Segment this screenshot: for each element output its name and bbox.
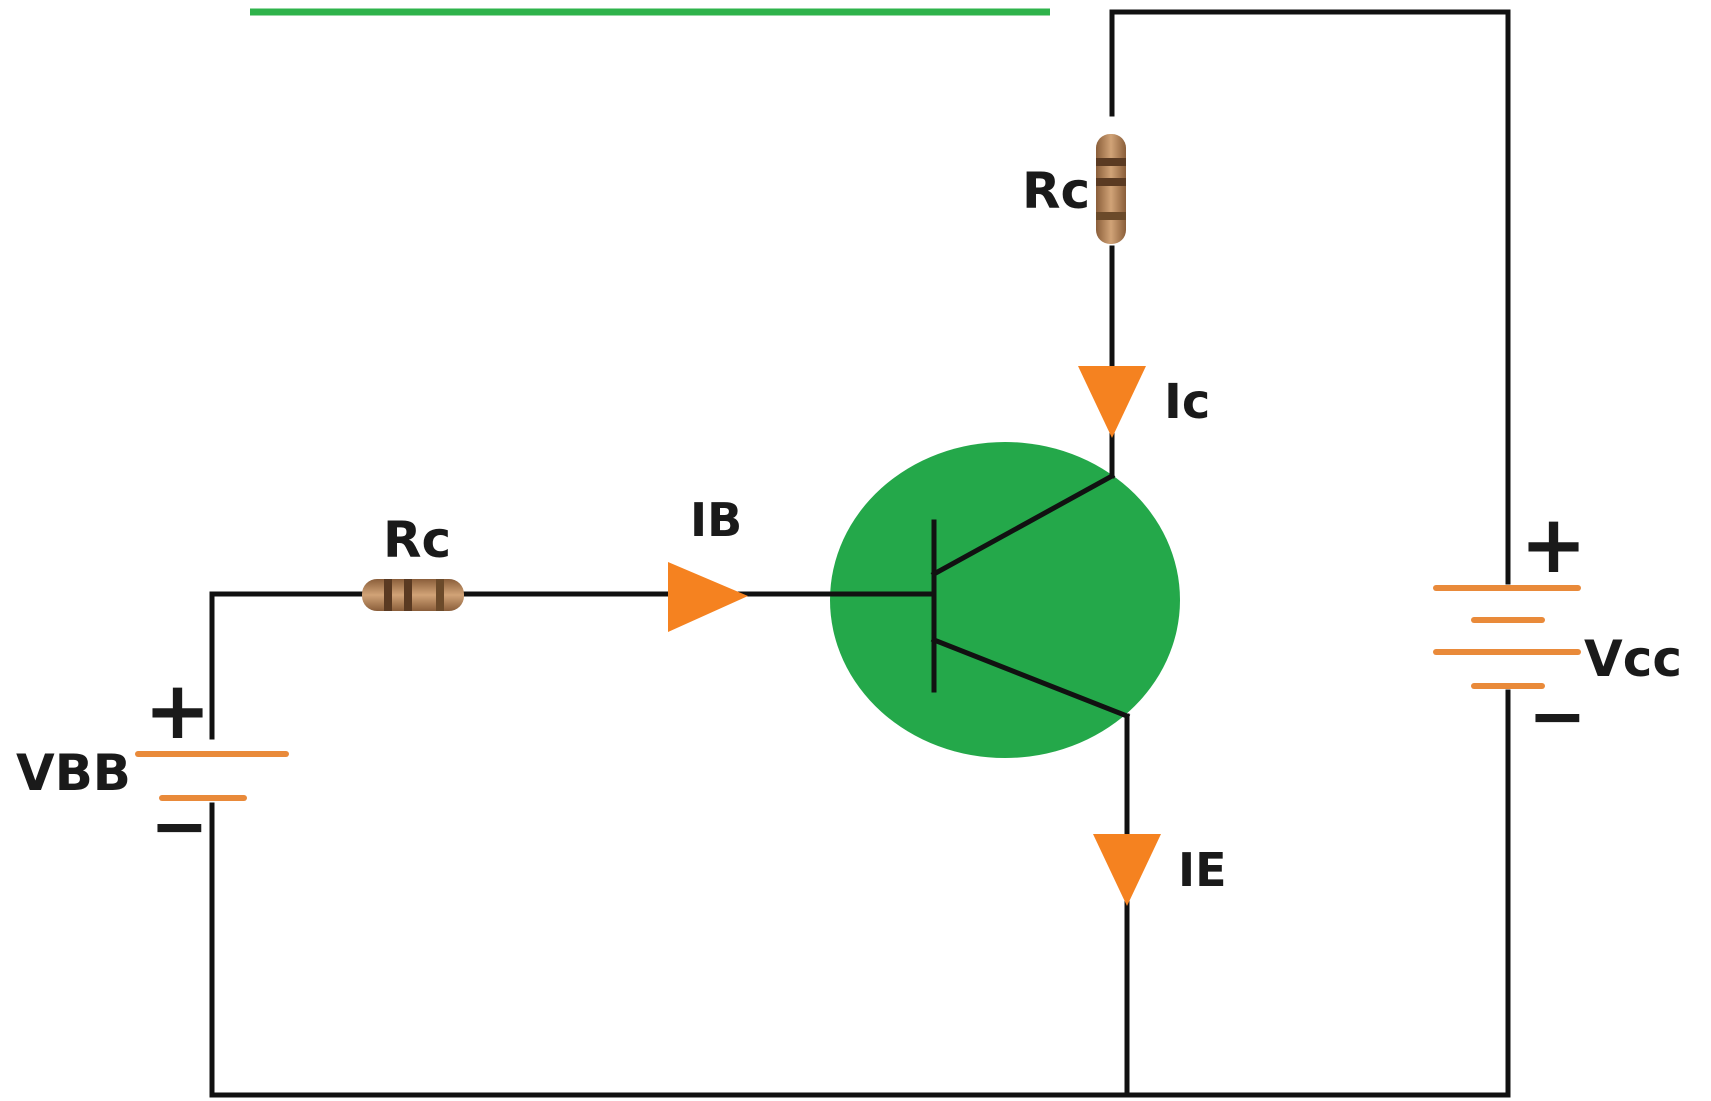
vcc-plus-sign: +	[1520, 498, 1587, 591]
emitter-current-arrow	[1093, 834, 1161, 906]
battery-vcc	[1433, 585, 1581, 689]
transistor-body	[830, 442, 1180, 758]
vbb-plus-sign: +	[144, 664, 211, 757]
base-current-arrow	[668, 562, 748, 632]
resistor-base	[362, 579, 464, 611]
label-rc-collector: Rc	[1022, 162, 1090, 220]
label-ie: IE	[1178, 843, 1227, 897]
vcc-minus-sign: −	[1528, 675, 1587, 757]
label-rc-base: Rc	[383, 511, 451, 569]
label-ic: Ic	[1164, 374, 1210, 430]
resistor-collector	[1096, 134, 1126, 244]
label-ib: IB	[690, 493, 742, 547]
label-vcc: Vcc	[1584, 630, 1682, 688]
battery-vbb	[135, 751, 289, 801]
collector-current-arrow	[1078, 366, 1146, 438]
vbb-minus-sign: −	[150, 785, 209, 867]
label-vbb: VBB	[16, 744, 131, 802]
